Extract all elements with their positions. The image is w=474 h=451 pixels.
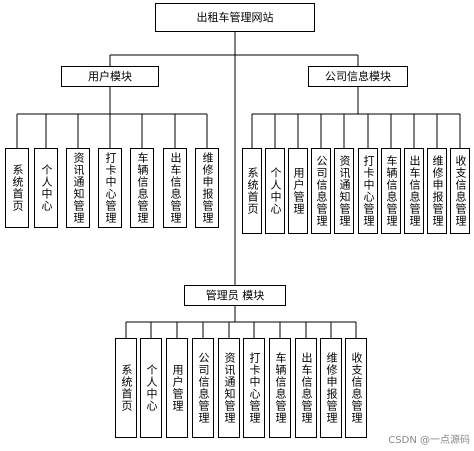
- admin-leaf-income-expense: 收支信息管理: [345, 338, 367, 438]
- user-module-label: 用户模块: [88, 70, 132, 83]
- company-leaf-repair-report: 维修申报管理: [427, 148, 447, 234]
- user-module-node: 用户模块: [61, 66, 159, 87]
- admin-leaf-company-info: 公司信息管理: [192, 338, 214, 438]
- user-leaf-dispatch-info: 出车信息管理: [163, 148, 187, 228]
- admin-leaf-vehicle-info: 车辆信息管理: [269, 338, 291, 438]
- company-leaf-income-expense: 收支信息管理: [450, 148, 470, 234]
- user-leaf-news-notice: 资讯通知管理: [66, 148, 90, 228]
- company-leaf-company-info: 公司信息管理: [311, 148, 331, 234]
- company-leaf-system-home: 系统首页: [242, 148, 262, 234]
- admin-leaf-user-management: 用户管理: [166, 338, 188, 438]
- user-leaf-repair-report: 维修申报管理: [195, 148, 219, 228]
- user-leaf-personal-center: 个人中心: [34, 148, 58, 228]
- company-leaf-vehicle-info: 车辆信息管理: [381, 148, 401, 234]
- user-leaf-system-home: 系统首页: [5, 148, 29, 228]
- company-module-label: 公司信息模块: [325, 70, 391, 83]
- company-leaf-dispatch-info: 出车信息管理: [404, 148, 424, 234]
- admin-module-node: 管理员 模块: [184, 285, 286, 306]
- admin-leaf-system-home: 系统首页: [115, 338, 137, 438]
- watermark: CSDN @一点源码: [388, 435, 470, 446]
- admin-leaf-repair-report: 维修申报管理: [320, 338, 342, 438]
- admin-leaf-personal-center: 个人中心: [140, 338, 162, 438]
- company-leaf-checkin-center: 打卡中心管理: [358, 148, 378, 234]
- company-module-node: 公司信息模块: [308, 66, 408, 87]
- admin-module-label: 管理员 模块: [205, 289, 265, 302]
- admin-leaf-checkin-center: 打卡中心管理: [243, 338, 265, 438]
- company-leaf-personal-center: 个人中心: [265, 148, 285, 234]
- company-leaf-news-notice: 资讯通知管理: [334, 148, 354, 234]
- root-node: 出租车管理网站: [155, 3, 315, 32]
- user-leaf-vehicle-info: 车辆信息管理: [130, 148, 154, 228]
- admin-leaf-dispatch-info: 出车信息管理: [295, 338, 317, 438]
- company-leaf-user-management: 用户管理: [288, 148, 308, 234]
- user-leaf-checkin-center: 打卡中心管理: [98, 148, 122, 228]
- admin-leaf-news-notice: 资讯通知管理: [218, 338, 240, 438]
- root-label: 出租车管理网站: [196, 11, 274, 24]
